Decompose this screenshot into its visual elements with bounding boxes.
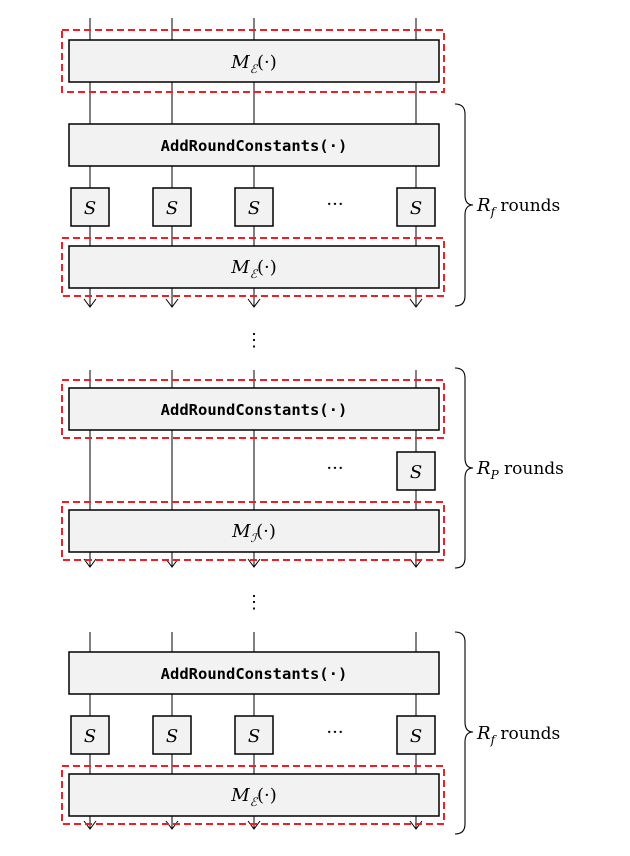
highlight-box xyxy=(61,237,445,297)
highlight-box xyxy=(61,379,445,439)
linear-layer-label: Mℐ(·) xyxy=(231,521,276,545)
section-partial-rounds: AddRoundConstants(·) ··· S Mℐ(·) RP roun… xyxy=(61,367,564,569)
add-round-constants-label: AddRoundConstants(·) xyxy=(161,401,348,419)
sbox-label: S xyxy=(410,726,422,747)
add-round-constants-label: AddRoundConstants(·) xyxy=(161,665,348,683)
sbox-label: S xyxy=(410,462,422,483)
sbox-2 xyxy=(152,187,192,227)
linear-layer-box xyxy=(68,39,440,83)
sbox-n xyxy=(396,451,436,491)
add-round-constants-box xyxy=(68,387,440,431)
sbox-label: S xyxy=(166,198,178,219)
round-count-label: Rf rounds xyxy=(476,723,560,747)
horizontal-ellipsis: ··· xyxy=(326,194,343,215)
sbox-label: S xyxy=(166,726,178,747)
sbox-1 xyxy=(70,187,110,227)
linear-layer-label: Mℰ(·) xyxy=(230,785,276,809)
highlight-box xyxy=(61,765,445,825)
section-full-rounds-bottom: AddRoundConstants(·) S S S ··· S Mℰ(·) R… xyxy=(61,631,560,835)
sbox-n xyxy=(396,187,436,227)
round-count-label: Rf rounds xyxy=(476,195,560,219)
sbox-label: S xyxy=(84,726,96,747)
linear-layer-box xyxy=(68,773,440,817)
linear-layer-label: Mℰ(·) xyxy=(230,52,276,76)
linear-layer-box xyxy=(68,509,440,553)
vertical-ellipsis: ⋮ xyxy=(245,592,263,613)
round-brace xyxy=(454,103,474,307)
sbox-label: S xyxy=(84,198,96,219)
sbox-3 xyxy=(234,187,274,227)
linear-layer-label: Mℰ(·) xyxy=(230,257,276,281)
round-brace xyxy=(454,367,474,569)
sbox-label: S xyxy=(248,198,260,219)
sbox-3 xyxy=(234,715,274,755)
sbox-1 xyxy=(70,715,110,755)
vertical-ellipsis: ⋮ xyxy=(245,330,263,351)
add-round-constants-box xyxy=(68,123,440,167)
round-count-label: RP rounds xyxy=(476,458,564,482)
horizontal-ellipsis: ··· xyxy=(326,458,343,479)
round-brace xyxy=(454,631,474,835)
sbox-label: S xyxy=(248,726,260,747)
horizontal-ellipsis: ··· xyxy=(326,722,343,743)
add-round-constants-label: AddRoundConstants(·) xyxy=(161,137,348,155)
add-round-constants-box xyxy=(68,651,440,695)
section-full-rounds-top: Mℰ(·) AddRoundConstants(·) S S S ··· S M… xyxy=(61,29,560,307)
sbox-label: S xyxy=(410,198,422,219)
highlight-box xyxy=(61,29,445,93)
highlight-box xyxy=(61,501,445,561)
sbox-2 xyxy=(152,715,192,755)
sbox-n xyxy=(396,715,436,755)
linear-layer-box xyxy=(68,245,440,289)
